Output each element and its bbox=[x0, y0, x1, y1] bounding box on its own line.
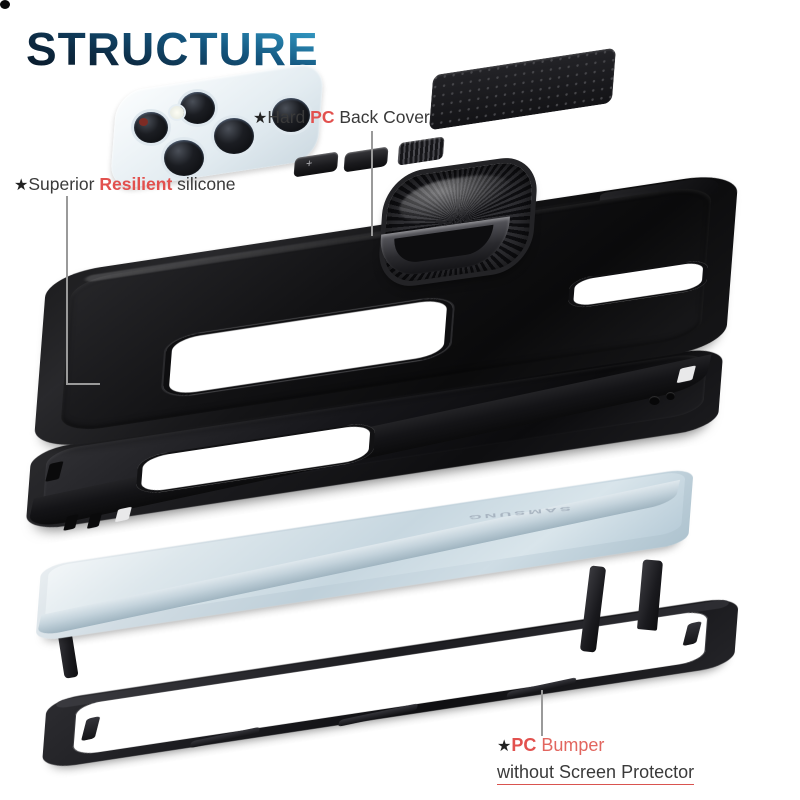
camera-lens bbox=[134, 112, 168, 143]
camera-lens bbox=[164, 140, 204, 176]
label-text-part2: Bumper bbox=[536, 735, 605, 755]
page-title: STRUCTURE bbox=[26, 23, 319, 75]
label-text-part1: Superior bbox=[28, 174, 100, 194]
side-port-hole bbox=[649, 396, 660, 405]
leader-line-silicone bbox=[66, 196, 68, 384]
volume-plus-glyph: + bbox=[305, 157, 313, 171]
camera-flash bbox=[170, 106, 184, 119]
label-text-part2: silicone bbox=[172, 174, 236, 194]
label-highlight: PC bbox=[511, 735, 537, 755]
camera-lens bbox=[272, 98, 310, 132]
power-button bbox=[397, 136, 445, 166]
microphone-hole bbox=[0, 0, 10, 9]
camera-lens bbox=[180, 92, 215, 124]
speaker-grill-texture bbox=[428, 47, 617, 131]
label-text-part1: Hard bbox=[267, 107, 311, 127]
label-hard-pc-back-cover: ★Hard PC Back Cover bbox=[253, 107, 430, 128]
label-pc-bumper: ★PC Bumper bbox=[497, 735, 604, 756]
leader-line-bumper bbox=[541, 690, 543, 736]
label-superior-resilient-silicone: ★Superior Resilient silicone bbox=[14, 174, 236, 195]
camera-lens bbox=[214, 118, 254, 154]
label-highlight: Resilient bbox=[99, 174, 173, 194]
label-highlight: PC bbox=[310, 107, 335, 127]
star-icon: ★ bbox=[497, 738, 512, 755]
label-without-screen-protector: without Screen Protector bbox=[497, 762, 695, 785]
ring-holder[interactable] bbox=[378, 158, 534, 286]
leader-line-back-cover bbox=[371, 131, 373, 236]
side-port-hole bbox=[666, 392, 675, 400]
label-text-part2: Back Cover bbox=[334, 107, 430, 127]
laser-autofocus-sensor bbox=[139, 118, 148, 126]
star-icon: ★ bbox=[14, 177, 29, 194]
leader-line-silicone-foot bbox=[66, 383, 100, 385]
volume-up-button bbox=[343, 146, 389, 173]
star-icon: ★ bbox=[253, 110, 268, 127]
